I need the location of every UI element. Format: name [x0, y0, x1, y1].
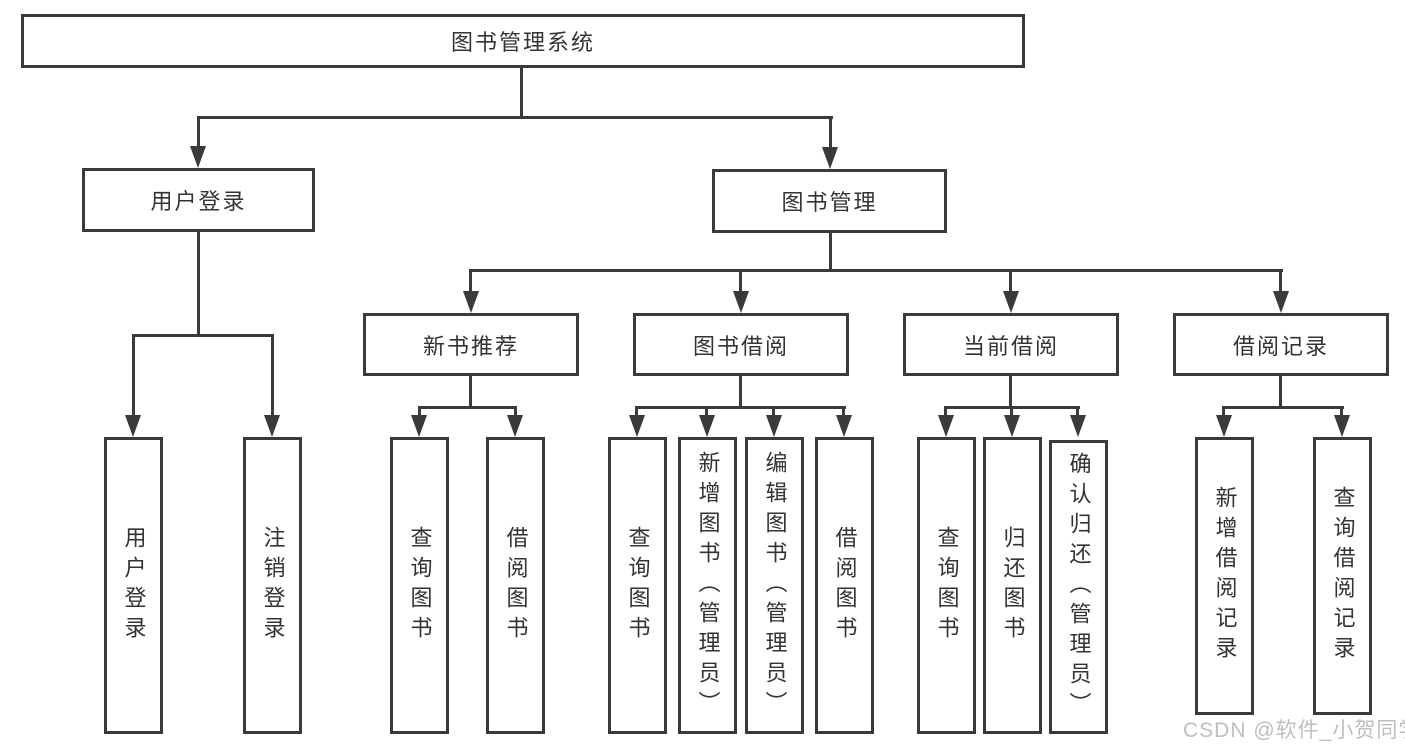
arrow-down-icon: [836, 415, 852, 437]
arrow-down-icon: [938, 415, 954, 437]
connector-vline: [1010, 406, 1013, 418]
leaf-confirm-return-admin: 确认归还（管理员）: [1049, 440, 1108, 734]
connector-vline: [197, 116, 200, 150]
leaf-query-book-recommend: 查询图书: [390, 437, 449, 734]
connector-hline: [635, 406, 846, 409]
connector-vline: [1279, 269, 1282, 295]
connector-vline: [520, 68, 523, 118]
node-root: 图书管理系统: [21, 14, 1025, 68]
connector-hline: [470, 269, 1283, 272]
connector-hline: [1222, 406, 1344, 409]
node-new-book-recommend: 新书推荐: [363, 313, 579, 376]
leaf-return-book: 归还图书: [983, 437, 1042, 734]
connector-vline: [829, 233, 832, 271]
leaf-add-borrow-record: 新增借阅记录: [1195, 437, 1254, 715]
connector-vline: [1009, 376, 1012, 408]
connector-vline: [1222, 406, 1225, 418]
connector-vline: [739, 269, 742, 295]
connector-vline: [842, 406, 845, 418]
connector-vline: [1340, 406, 1343, 418]
connector-vline: [705, 406, 708, 418]
arrow-down-icon: [1003, 291, 1019, 313]
arrow-down-icon: [264, 415, 280, 437]
leaf-borrow-book: 借阅图书: [815, 437, 874, 734]
leaf-logout: 注销登录: [243, 437, 302, 734]
connector-vline: [197, 232, 200, 336]
leaf-query-borrow-record: 查询借阅记录: [1313, 437, 1372, 715]
arrow-down-icon: [125, 415, 141, 437]
arrow-down-icon: [1334, 415, 1350, 437]
arrow-down-icon: [190, 146, 206, 168]
node-user-login: 用户登录: [82, 168, 315, 232]
leaf-borrow-book-recommend: 借阅图书: [486, 437, 545, 734]
leaf-add-book-admin: 新增图书（管理员）: [678, 437, 737, 734]
arrow-down-icon: [699, 415, 715, 437]
leaf-user-login: 用户登录: [104, 437, 163, 734]
node-book-management: 图书管理: [712, 169, 947, 233]
connector-vline: [418, 406, 421, 418]
connector-vline: [514, 406, 517, 418]
arrow-down-icon: [463, 291, 479, 313]
connector-vline: [944, 406, 947, 418]
connector-vline: [739, 376, 742, 408]
connector-vline: [1076, 406, 1079, 418]
leaf-edit-book-admin: 编辑图书（管理员）: [745, 437, 804, 734]
connector-vline: [469, 376, 472, 408]
connector-hline: [197, 116, 833, 119]
connector-hline: [418, 406, 517, 409]
connector-vline: [469, 269, 472, 295]
connector-vline: [1009, 269, 1012, 295]
arrow-down-icon: [1273, 291, 1289, 313]
arrow-down-icon: [822, 147, 838, 169]
connector-vline: [1279, 376, 1282, 408]
arrow-down-icon: [411, 415, 427, 437]
arrow-down-icon: [1070, 415, 1086, 437]
connector-vline: [635, 406, 638, 418]
node-current-borrow: 当前借阅: [903, 313, 1119, 376]
csdn-watermark: CSDN @软件_小贺同学: [1183, 719, 1405, 742]
connector-vline: [772, 406, 775, 418]
arrow-down-icon: [507, 415, 523, 437]
arrow-down-icon: [733, 291, 749, 313]
arrow-down-icon: [766, 415, 782, 437]
connector-hline: [132, 334, 274, 337]
connector-vline: [132, 334, 135, 418]
leaf-query-book-borrow: 查询图书: [608, 437, 667, 734]
connector-vline: [271, 334, 274, 418]
leaf-query-book-current: 查询图书: [917, 437, 976, 734]
arrow-down-icon: [629, 415, 645, 437]
arrow-down-icon: [1004, 415, 1020, 437]
node-borrow-records: 借阅记录: [1173, 313, 1389, 376]
node-book-borrow: 图书借阅: [633, 313, 849, 376]
connector-vline: [829, 116, 832, 150]
arrow-down-icon: [1216, 415, 1232, 437]
